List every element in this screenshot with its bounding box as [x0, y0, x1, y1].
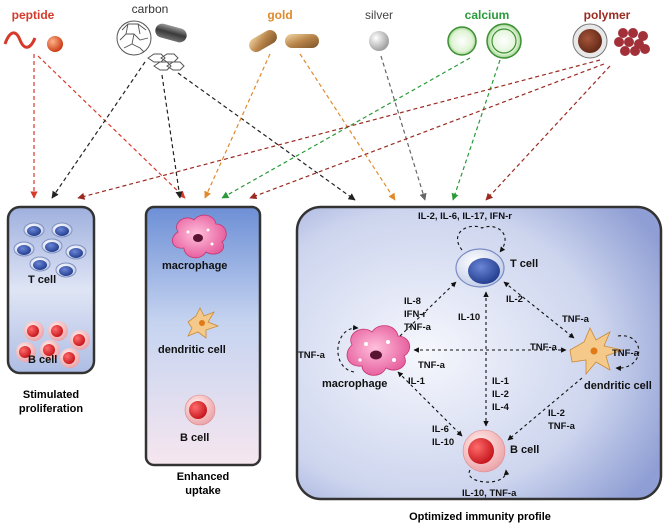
cytokine-mac-b-upper: IL-1 [408, 376, 425, 387]
middle-caption-line1: Enhanced [176, 471, 230, 483]
label-peptide: peptide [11, 8, 55, 22]
cyt-mac-t-1: IL-8 [404, 296, 421, 307]
silver-icon [369, 31, 389, 51]
cyt-mac-t-2: IFN-r [404, 308, 427, 320]
cyt-dc-b-2: TNF-a [548, 420, 575, 432]
cytokine-mac-dc-upper: TNF-a [530, 342, 557, 353]
cyt-b-mac-2: IL-10 [432, 436, 455, 448]
right-t-cell [455, 248, 505, 288]
middle-caption: Enhanced uptake [150, 470, 256, 499]
arrow-carbon-right [177, 72, 356, 201]
arrow-calcium-mid [221, 57, 471, 199]
middle-dendritic-label: dendritic cell [158, 344, 226, 356]
middle-caption-line2: uptake [185, 485, 221, 498]
left-b-cell-label: B cell [28, 354, 58, 366]
right-b-cell [462, 429, 506, 473]
peptide-icon [3, 31, 63, 52]
label-gold: gold [267, 8, 293, 22]
loop-macrophage [337, 324, 359, 373]
arrow-calcium-right [451, 59, 501, 201]
right-panel [295, 205, 663, 501]
label-polymer: polymer [583, 8, 631, 22]
cytokine-dc-to-b: IL-2 TNF-a [548, 408, 575, 434]
polymer-icon [572, 23, 650, 59]
right-caption: Optimized immunity profile [409, 511, 551, 523]
left-caption-line2: proliferation [18, 403, 84, 416]
arrow-dc-b [507, 377, 583, 441]
right-dendritic-label: dendritic cell [584, 380, 652, 392]
arrow-mac-to-t [399, 281, 457, 337]
cytokine-b-to-t: IL-1 IL-2 IL-4 [492, 376, 509, 414]
middle-macrophage-label: macrophage [162, 260, 228, 272]
arrow-t-dc [503, 281, 575, 339]
cyt-b-mac-1: IL-6 [432, 424, 449, 435]
arrow-polymer-mid [249, 63, 605, 200]
arrow-gold-mid [204, 53, 271, 199]
middle-dendritic-cell [187, 307, 220, 339]
middle-b-cell [184, 394, 216, 426]
right-dendritic-cell [569, 327, 624, 376]
right-t-cell-label: T cell [510, 258, 539, 270]
carbon-icon [116, 20, 187, 71]
cyt-b-t-3: IL-4 [492, 401, 509, 413]
cytokine-mac-dc-lower: TNF-a [418, 360, 445, 371]
middle-macrophage [171, 214, 227, 259]
cyt-b-t-1: IL-1 [492, 376, 509, 387]
cytokine-t-to-b: IL-10 [458, 312, 481, 323]
arrow-peptide-right [37, 55, 186, 199]
cyt-dc-b-1: IL-2 [548, 408, 565, 419]
cytokine-mac-self: TNF-a [298, 350, 325, 361]
loop-t-cell [456, 225, 506, 253]
label-silver: silver [364, 8, 393, 22]
left-caption: Stimulated proliferation [6, 388, 96, 417]
label-calcium: calcium [464, 8, 510, 22]
left-b-cells [16, 321, 90, 368]
arrow-silver-right [380, 55, 427, 201]
left-t-cell-label: T cell [28, 274, 57, 286]
right-macrophage-label: macrophage [322, 378, 388, 390]
cyt-mac-t-3: TNF-a [404, 321, 431, 333]
arrow-polymer-right [485, 65, 611, 201]
cytokine-b-mac: IL-6 IL-10 [432, 424, 454, 450]
arrow-carbon-mid [161, 74, 183, 199]
label-carbon: carbon [131, 2, 169, 16]
arrow-polymer-left [77, 59, 601, 200]
right-b-cell-label: B cell [510, 444, 540, 456]
cyt-b-t-2: IL-2 [492, 388, 509, 400]
cytokine-t-cell-top: IL-2, IL-6, IL-17, IFN-r [418, 211, 512, 222]
cytokine-mac-to-t: IL-8 IFN-r TNF-a [404, 296, 431, 334]
left-caption-line1: Stimulated [22, 389, 80, 401]
cytokine-dc-to-t: TNF-a [562, 314, 589, 325]
cytokine-b-self: IL-10, TNF-a [462, 488, 517, 499]
right-macrophage [346, 325, 411, 376]
calcium-icon [447, 23, 522, 59]
cytokine-t-to-dc: IL-2 [506, 294, 523, 305]
cytokine-dc-self: TNF-a [612, 348, 639, 359]
loop-dendritic-cell [615, 335, 640, 372]
middle-b-cell-label: B cell [180, 432, 210, 444]
gold-icon [249, 30, 319, 53]
left-t-cells [13, 222, 87, 278]
